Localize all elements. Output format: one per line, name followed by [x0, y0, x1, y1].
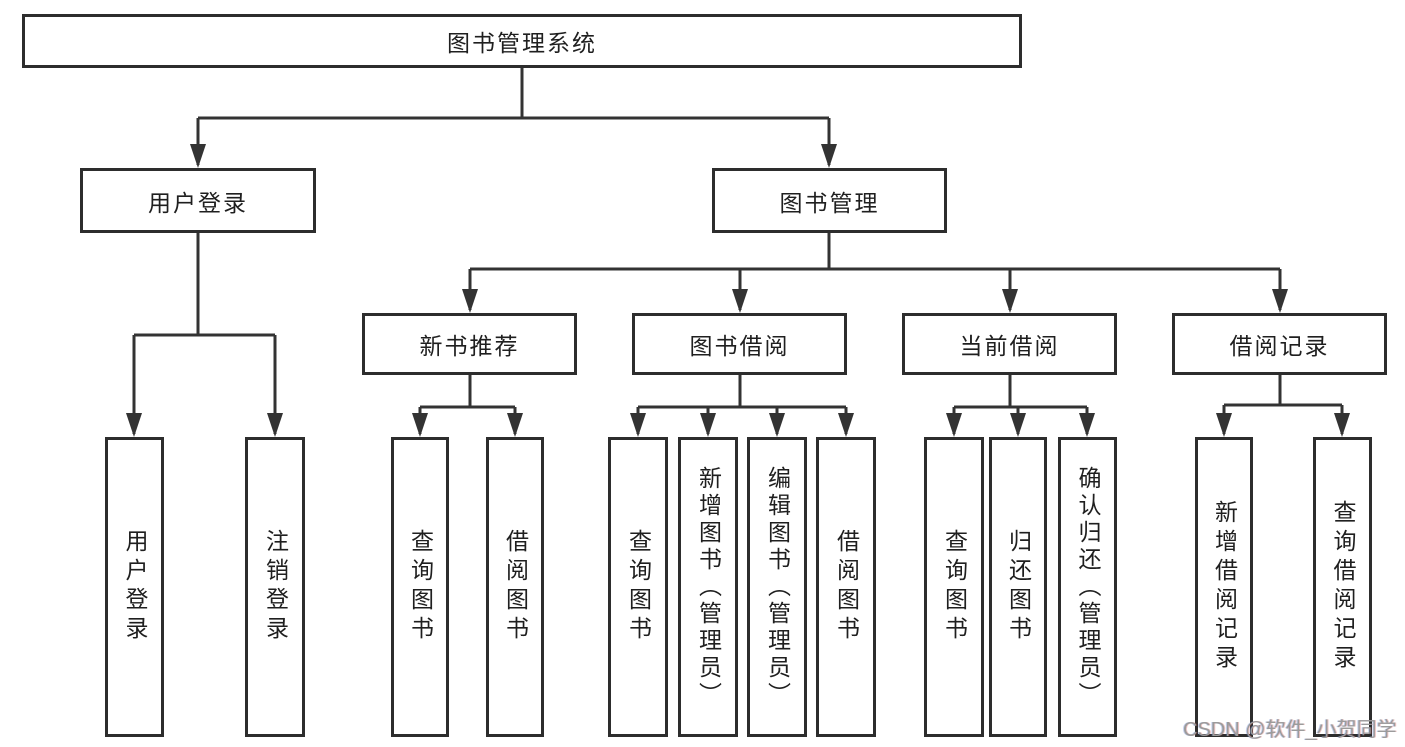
node-root: 图书管理系统 — [22, 14, 1022, 68]
leaf-confirm-return-admin-label: 确认归还（管理员） — [1075, 465, 1101, 709]
node-current-borrow-label: 当前借阅 — [959, 333, 1060, 359]
leaf-add-borrow-record: 新增借阅记录 — [1195, 437, 1253, 737]
connector-book-management-children — [462, 233, 1288, 313]
node-current-borrow: 当前借阅 — [902, 313, 1117, 375]
leaf-user-login-label: 用户登录 — [122, 529, 148, 645]
connector-book-borrow-children — [630, 375, 854, 437]
leaf-borrow-books-recommend: 借阅图书 — [486, 437, 544, 737]
node-borrow-records-label: 借阅记录 — [1229, 333, 1330, 359]
connector-user-login-children — [126, 233, 283, 437]
leaf-edit-book-admin-label: 编辑图书（管理员） — [764, 465, 791, 709]
connector-borrow-records-children — [1216, 375, 1350, 437]
node-book-management-label: 图书管理 — [779, 189, 880, 216]
leaf-add-borrow-record-label: 新增借阅记录 — [1211, 500, 1238, 674]
leaf-query-books-borrow: 查询图书 — [608, 437, 668, 737]
leaf-query-books-borrow-label: 查询图书 — [625, 529, 652, 645]
leaf-user-login: 用户登录 — [105, 437, 164, 737]
node-new-book-recommend: 新书推荐 — [362, 313, 577, 375]
arrowhead-icon — [630, 413, 854, 437]
leaf-add-book-admin: 新增图书（管理员） — [678, 437, 738, 737]
node-book-management: 图书管理 — [712, 168, 947, 233]
node-new-book-recommend-label: 新书推荐 — [419, 333, 520, 359]
leaf-edit-book-admin: 编辑图书（管理员） — [747, 437, 807, 737]
node-book-borrow-label: 图书借阅 — [689, 333, 790, 359]
leaf-add-book-admin-label: 新增图书（管理员） — [695, 465, 722, 709]
node-book-borrow: 图书借阅 — [632, 313, 847, 375]
node-root-label: 图书管理系统 — [447, 30, 597, 56]
leaf-borrow-books: 借阅图书 — [816, 437, 876, 737]
leaf-borrow-books-label: 借阅图书 — [833, 529, 860, 645]
leaf-query-borrow-record-label: 查询借阅记录 — [1330, 500, 1356, 674]
leaf-logout: 注销登录 — [245, 437, 305, 737]
arrowhead-icon — [190, 144, 837, 168]
leaf-query-books-current-label: 查询图书 — [941, 529, 968, 645]
connector-new-book-recommend-children — [412, 375, 523, 437]
leaf-logout-label: 注销登录 — [262, 529, 289, 645]
leaf-return-book: 归还图书 — [989, 437, 1047, 737]
connector-current-borrow-children — [946, 375, 1095, 437]
arrowhead-icon — [946, 413, 1095, 437]
leaf-confirm-return-admin: 确认归还（管理员） — [1058, 437, 1117, 737]
arrowhead-icon — [462, 289, 1288, 313]
watermark: CSDN @软件_小贺同学 — [1183, 719, 1397, 741]
leaf-return-book-label: 归还图书 — [1005, 529, 1032, 645]
node-borrow-records: 借阅记录 — [1172, 313, 1387, 375]
arrowhead-icon — [412, 413, 523, 437]
leaf-borrow-books-recommend-label: 借阅图书 — [502, 529, 529, 645]
leaf-query-books-recommend: 查询图书 — [391, 437, 449, 737]
arrowhead-icon — [126, 413, 283, 437]
leaf-query-books-recommend-label: 查询图书 — [407, 529, 434, 645]
node-user-login: 用户登录 — [80, 168, 316, 233]
arrowhead-icon — [1216, 413, 1350, 437]
leaf-query-books-current: 查询图书 — [924, 437, 984, 737]
node-user-login-label: 用户登录 — [148, 189, 248, 216]
leaf-query-borrow-record: 查询借阅记录 — [1313, 437, 1372, 737]
connector-root-to-level2 — [190, 68, 837, 168]
